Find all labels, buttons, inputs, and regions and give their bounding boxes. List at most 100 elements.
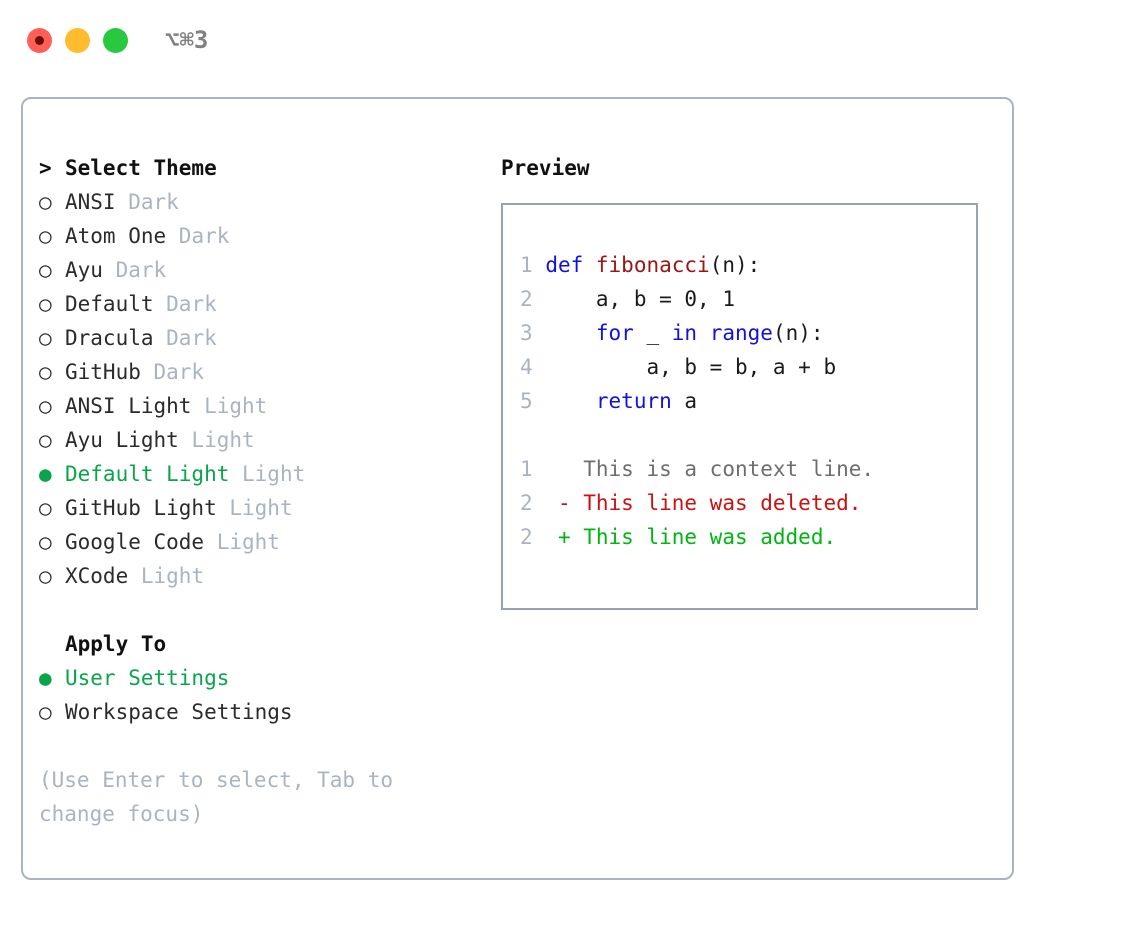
theme-variant-tag: Light bbox=[229, 462, 306, 486]
minimize-button[interactable] bbox=[65, 27, 90, 53]
line-number-gap bbox=[533, 253, 546, 277]
diff-text: This line was added. bbox=[570, 525, 837, 549]
theme-variant-tag: Dark bbox=[153, 326, 217, 350]
theme-variant-tag: Light bbox=[191, 394, 268, 418]
theme-list-item[interactable]: ● Default Light Light bbox=[39, 457, 479, 491]
maximize-button[interactable] bbox=[103, 27, 128, 53]
diff-marker: + bbox=[557, 525, 571, 549]
title-bar: ⌥⌘3 bbox=[0, 0, 1140, 80]
theme-list-item[interactable]: ○ ANSI Light Light bbox=[39, 389, 479, 423]
diff-line: 1 This is a context line. bbox=[520, 452, 970, 486]
close-button[interactable] bbox=[27, 27, 52, 53]
apply-to-label: User Settings bbox=[65, 666, 230, 690]
apply-to-list: ● User Settings○ Workspace Settings bbox=[39, 661, 479, 729]
theme-variant-tag: Light bbox=[178, 428, 255, 452]
theme-name-label: ANSI bbox=[65, 190, 116, 214]
apply-to-item[interactable]: ○ Workspace Settings bbox=[39, 695, 479, 729]
theme-list-item[interactable]: ○ ANSI Dark bbox=[39, 185, 479, 219]
theme-name-label: Default Light bbox=[65, 462, 230, 486]
radio-selected-icon: ● bbox=[39, 462, 65, 486]
radio-unselected-icon: ○ bbox=[39, 496, 65, 520]
apply-to-heading: Apply To bbox=[39, 627, 479, 661]
code-token bbox=[697, 321, 710, 345]
window-controls bbox=[27, 27, 128, 53]
code-line: 3 for _ in range(n): bbox=[520, 316, 970, 350]
theme-variant-tag: Dark bbox=[166, 224, 230, 248]
theme-variant-tag: Dark bbox=[140, 360, 205, 384]
line-number-gap bbox=[533, 355, 546, 379]
line-number-gap bbox=[533, 389, 546, 413]
radio-unselected-icon: ○ bbox=[39, 224, 65, 248]
diff-line: 2 - This line was deleted. bbox=[520, 486, 970, 520]
theme-variant-tag: Light bbox=[216, 496, 293, 520]
recording-indicator-icon bbox=[35, 35, 44, 45]
line-number-gap bbox=[533, 287, 546, 311]
line-number: 2 bbox=[520, 491, 533, 515]
radio-unselected-icon: ○ bbox=[39, 258, 65, 282]
theme-list-item[interactable]: ○ GitHub Dark bbox=[39, 355, 479, 389]
line-number-gap bbox=[533, 525, 558, 549]
theme-list-item[interactable]: ○ XCode Light bbox=[39, 559, 479, 593]
code-token: (n): bbox=[709, 253, 761, 277]
theme-list-item[interactable]: ○ Ayu Dark bbox=[39, 253, 479, 287]
radio-selected-icon: ● bbox=[39, 666, 65, 690]
code-token: a bbox=[671, 389, 698, 413]
diff-text: This is a context line. bbox=[570, 457, 875, 481]
theme-list-item[interactable]: ○ Atom One Dark bbox=[39, 219, 479, 253]
keyboard-hint-text: (Use Enter to select, Tab to change focu… bbox=[39, 768, 394, 826]
code-line: 1 def fibonacci(n): bbox=[520, 248, 970, 282]
theme-variant-tag: Dark bbox=[115, 190, 179, 214]
apply-to-item[interactable]: ● User Settings bbox=[39, 661, 479, 695]
code-token: (n): bbox=[772, 321, 824, 345]
code-line: 5 return a bbox=[520, 384, 970, 418]
apply-to-heading-indent bbox=[39, 627, 65, 661]
select-theme-heading-label: Select Theme bbox=[65, 156, 217, 180]
line-number: 4 bbox=[520, 355, 533, 379]
apply-to-heading-label: Apply To bbox=[65, 632, 167, 656]
theme-list-item[interactable]: ○ Google Code Light bbox=[39, 525, 479, 559]
theme-name-label: GitHub bbox=[65, 360, 141, 384]
code-line: 2 a, b = 0, 1 bbox=[520, 282, 970, 316]
preview-title: Preview bbox=[501, 156, 590, 180]
theme-list-item[interactable]: ○ Ayu Light Light bbox=[39, 423, 479, 457]
code-token: fibonacci bbox=[595, 253, 710, 277]
diff-marker: - bbox=[557, 491, 571, 515]
theme-list-item[interactable]: ○ Default Dark bbox=[39, 287, 479, 321]
code-token bbox=[545, 321, 596, 345]
code-token: in bbox=[671, 321, 698, 345]
main-panel: >Select Theme ○ ANSI Dark○ Atom One Dark… bbox=[21, 97, 1014, 880]
theme-name-label: ANSI Light bbox=[65, 394, 192, 418]
theme-name-label: XCode bbox=[65, 564, 129, 588]
keyboard-shortcut-label: ⌥⌘3 bbox=[165, 26, 209, 54]
code-token: return bbox=[595, 389, 672, 413]
radio-unselected-icon: ○ bbox=[39, 394, 65, 418]
code-token: for bbox=[595, 321, 634, 345]
diff-line: 2 + This line was added. bbox=[520, 520, 970, 554]
line-number-gap bbox=[533, 491, 558, 515]
radio-unselected-icon: ○ bbox=[39, 530, 65, 554]
code-diff-spacer bbox=[520, 418, 970, 452]
theme-name-label: Default bbox=[65, 292, 154, 316]
radio-unselected-icon: ○ bbox=[39, 292, 65, 316]
radio-unselected-icon: ○ bbox=[39, 360, 65, 384]
theme-name-label: Dracula bbox=[65, 326, 154, 350]
line-number: 1 bbox=[520, 253, 533, 277]
code-token bbox=[545, 389, 596, 413]
theme-list-item[interactable]: ○ Dracula Dark bbox=[39, 321, 479, 355]
theme-name-label: Atom One bbox=[65, 224, 167, 248]
theme-list-item[interactable]: ○ GitHub Light Light bbox=[39, 491, 479, 525]
radio-unselected-icon: ○ bbox=[39, 700, 65, 724]
radio-unselected-icon: ○ bbox=[39, 428, 65, 452]
code-token: a, b = 0, 1 bbox=[545, 287, 735, 311]
code-token: range bbox=[709, 321, 773, 345]
theme-name-label: Ayu bbox=[65, 258, 103, 282]
line-number-gap bbox=[533, 321, 546, 345]
radio-unselected-icon: ○ bbox=[39, 190, 65, 214]
theme-name-label: GitHub Light bbox=[65, 496, 217, 520]
radio-unselected-icon: ○ bbox=[39, 564, 65, 588]
theme-variant-tag: Light bbox=[128, 564, 205, 588]
line-number-gap bbox=[533, 457, 558, 481]
